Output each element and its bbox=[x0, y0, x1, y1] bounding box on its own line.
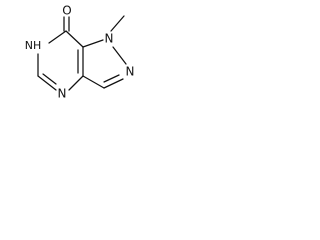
bond-n1-n2 bbox=[112, 46, 127, 65]
bond-n4-c3a bbox=[68, 75, 84, 91]
bond-c7a-n1 bbox=[82, 39, 104, 48]
atom-label-oxygen: O bbox=[62, 4, 71, 18]
atom-label-n4: N bbox=[58, 87, 67, 101]
bond-c7-n6 bbox=[48, 30, 67, 44]
atom-label-nh: NH bbox=[25, 39, 42, 52]
bond-n2-c3 bbox=[103, 78, 124, 89]
bond-c5-n4-inner bbox=[42, 73, 57, 85]
bond-c3-c3a bbox=[82, 75, 105, 89]
bond-c7a-c7 bbox=[65, 30, 84, 48]
bond-n1-methyl bbox=[110, 15, 125, 32]
structure-diagram: O NH N N N bbox=[0, 0, 156, 138]
atom-label-n1: N bbox=[105, 32, 114, 46]
atom-label-n2: N bbox=[126, 65, 135, 79]
molecule-drawing: O NH N N N bbox=[25, 4, 135, 101]
bond-c5-n4 bbox=[37, 75, 57, 91]
bond-n2-c3-inner bbox=[103, 74, 120, 83]
